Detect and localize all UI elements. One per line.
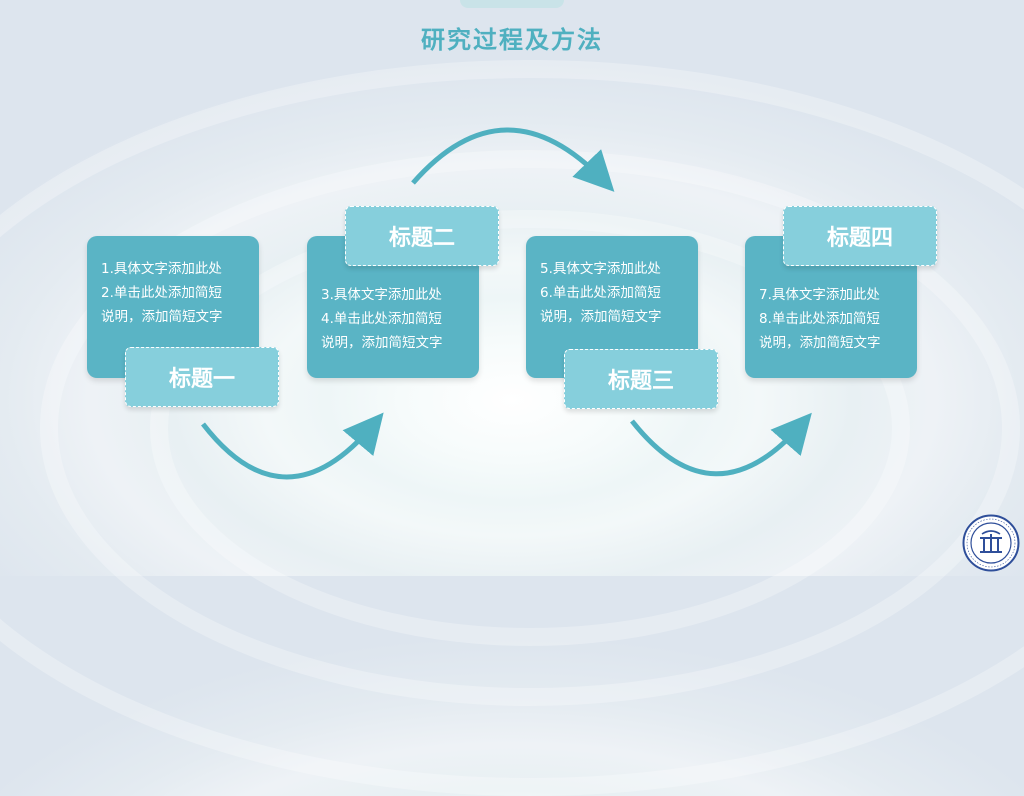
step-1-line-1: 1.具体文字添加此处 [101, 261, 222, 277]
step-1-line-2: 2.单击此处添加简短 [101, 285, 222, 301]
arrow-step2-to-step3 [411, 127, 615, 192]
step-2-line-2: 4.单击此处添加简短 [321, 311, 442, 327]
step-card-1: 1.具体文字添加此处 2.单击此处添加简短 说明，添加简短文字 [87, 236, 259, 378]
step-4-line-1: 7.具体文字添加此处 [759, 287, 880, 303]
university-seal-icon [962, 514, 1020, 572]
slide-title: 研究过程及方法 [421, 26, 603, 54]
step-label-2: 标题二 [345, 206, 499, 266]
step-2-line-3: 说明，添加简短文字 [321, 335, 443, 351]
step-1-line-3: 说明，添加简短文字 [101, 309, 223, 325]
step-label-1: 标题一 [125, 347, 279, 407]
arrow-step1-to-step2 [201, 412, 384, 480]
step-3-line-3: 说明，添加简短文字 [540, 309, 662, 325]
step-2-line-1: 3.具体文字添加此处 [321, 287, 442, 303]
step-label-3: 标题三 [564, 349, 718, 409]
step-4-line-3: 说明，添加简短文字 [759, 335, 881, 351]
step-3-line-1: 5.具体文字添加此处 [540, 261, 661, 277]
top-tab-decoration [460, 0, 564, 8]
arrow-step3-to-step4 [630, 412, 812, 477]
flow-arrows [201, 127, 812, 480]
step-4-line-2: 8.单击此处添加简短 [759, 311, 880, 327]
step-3-line-2: 6.单击此处添加简短 [540, 285, 661, 301]
step-label-4: 标题四 [783, 206, 937, 266]
